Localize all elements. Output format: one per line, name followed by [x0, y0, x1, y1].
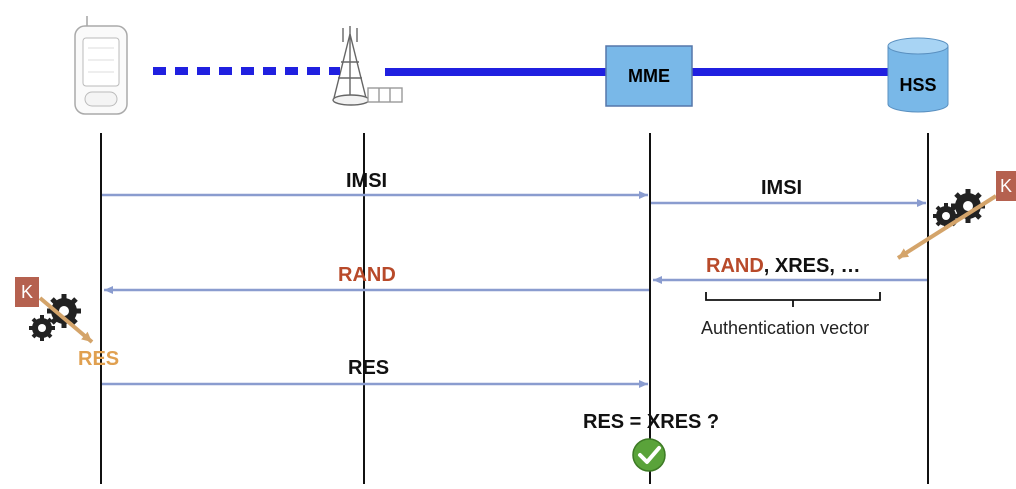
base-station-tower-icon: [332, 26, 403, 106]
auth-vector-brace: [705, 292, 881, 307]
check-icon: [632, 438, 666, 472]
mme-label: MME: [628, 66, 670, 86]
msg-hss-response-rest: , XRES, …: [763, 255, 861, 277]
auth-vector-label: Authentication vector: [701, 318, 870, 338]
hss-label: HSS: [899, 75, 937, 95]
msg-rand-mme-ue: RAND: [338, 264, 396, 286]
msg-imsi-ue-mme: IMSI: [346, 170, 388, 192]
res-check-label: RES = XRES ?: [583, 411, 720, 433]
msg-res-ue-mme: RES: [348, 357, 390, 379]
msg-hss-response: RAND, XRES, …: [706, 256, 860, 276]
ue-res-label: RES: [78, 348, 120, 370]
hss-database-icon: [887, 37, 949, 113]
gears-icon-ue: [29, 294, 81, 341]
key-box-ue: K: [15, 277, 39, 307]
key-box-hss: K: [996, 171, 1016, 201]
msg-hss-response-rand: RAND: [706, 255, 764, 277]
msg-imsi-mme-hss: IMSI: [761, 177, 803, 199]
mobile-phone-icon: [74, 16, 128, 115]
key-arrow-ue: [38, 296, 94, 344]
mme-node: [605, 45, 693, 107]
key-arrow-hss: [896, 194, 998, 260]
